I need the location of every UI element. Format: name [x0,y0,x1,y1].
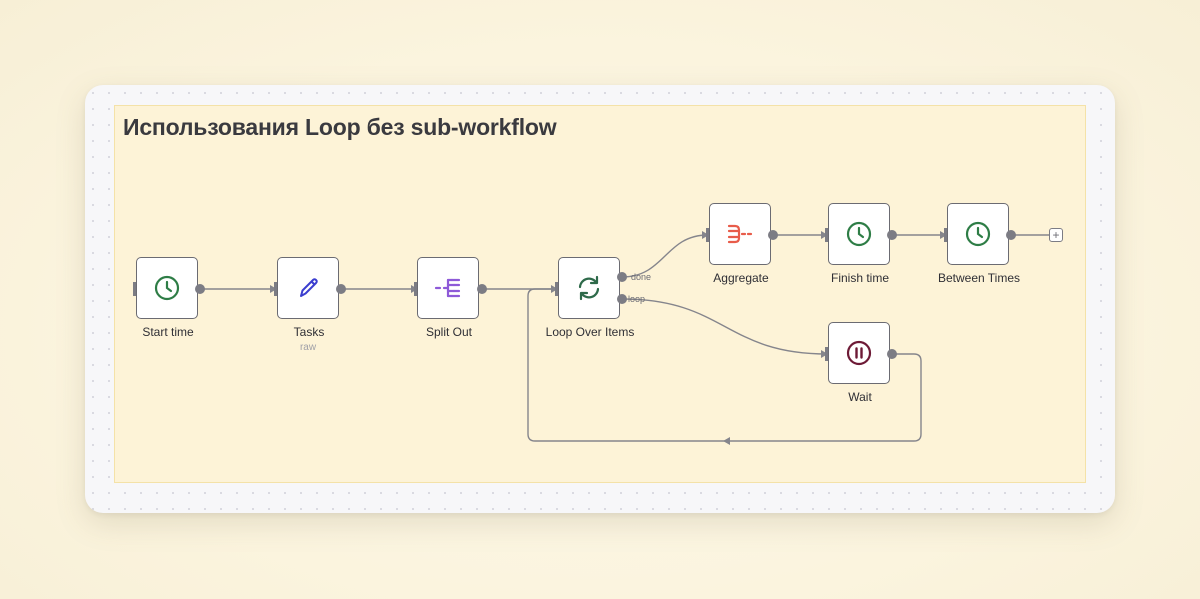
node-label-finish-time: Finish time [830,271,889,285]
arrowhead-return [723,437,730,445]
node-between-times[interactable] [947,203,1009,265]
output-handle-wait[interactable] [887,349,897,359]
node-label-loop-over-items: Loop Over Items [545,325,635,339]
node-finish-time[interactable] [828,203,890,265]
clock-icon [845,220,873,248]
output-handle-start-time[interactable] [195,284,205,294]
arrowhead-loop [551,285,558,293]
branch-label-done: done [631,272,652,282]
input-handle-aggregate [706,228,710,242]
input-handle-loop [555,282,559,296]
arrowhead-wait [821,350,828,358]
output-handle-loop[interactable] [617,294,627,304]
refresh-icon [575,274,603,302]
arrowhead-finish [821,231,828,239]
input-handle-split-out [414,282,418,296]
output-handle-tasks[interactable] [336,284,346,294]
output-handle-done[interactable] [617,272,627,282]
node-split-out[interactable] [417,257,479,319]
aggregate-icon [725,220,755,248]
node-aggregate[interactable] [709,203,771,265]
output-handle-finish-time[interactable] [887,230,897,240]
node-label-between-times: Between Times [937,271,1021,285]
output-handle-aggregate[interactable] [768,230,778,240]
branch-label-loop: loop [628,294,646,304]
input-handle-between [944,228,948,242]
input-handle-wait [825,347,829,361]
output-handle-split-out[interactable] [477,284,487,294]
clock-icon [964,220,992,248]
input-handle-finish [825,228,829,242]
node-tasks[interactable] [277,257,339,319]
output-handle-between-times[interactable] [1006,230,1016,240]
arrowhead-aggregate [702,231,709,239]
node-label-tasks: Tasks [293,325,325,339]
split-out-icon [433,274,463,302]
pause-icon [845,339,873,367]
add-node-button[interactable]: + [1049,228,1063,242]
node-label-aggregate: Aggregate [713,271,769,285]
node-subtitle-tasks: raw [299,342,317,353]
pencil-icon [294,274,322,302]
node-wait[interactable] [828,322,890,384]
node-label-split-out: Split Out [425,325,473,339]
connection-done-to-aggregate [621,234,709,278]
arrowhead-tasks [270,285,277,293]
sticky-note-title: Использования Loop без sub-workflow [123,114,557,140]
input-handle-tasks [274,282,278,296]
node-label-start-time: Start time [142,325,194,339]
arrowhead-between [940,231,947,239]
node-label-wait: Wait [848,390,872,404]
node-start-time[interactable] [136,257,198,319]
node-loop-over-items[interactable] [558,257,620,319]
connection-loop-to-wait [621,298,828,355]
clock-icon [153,274,181,302]
input-handle-start [133,282,137,296]
